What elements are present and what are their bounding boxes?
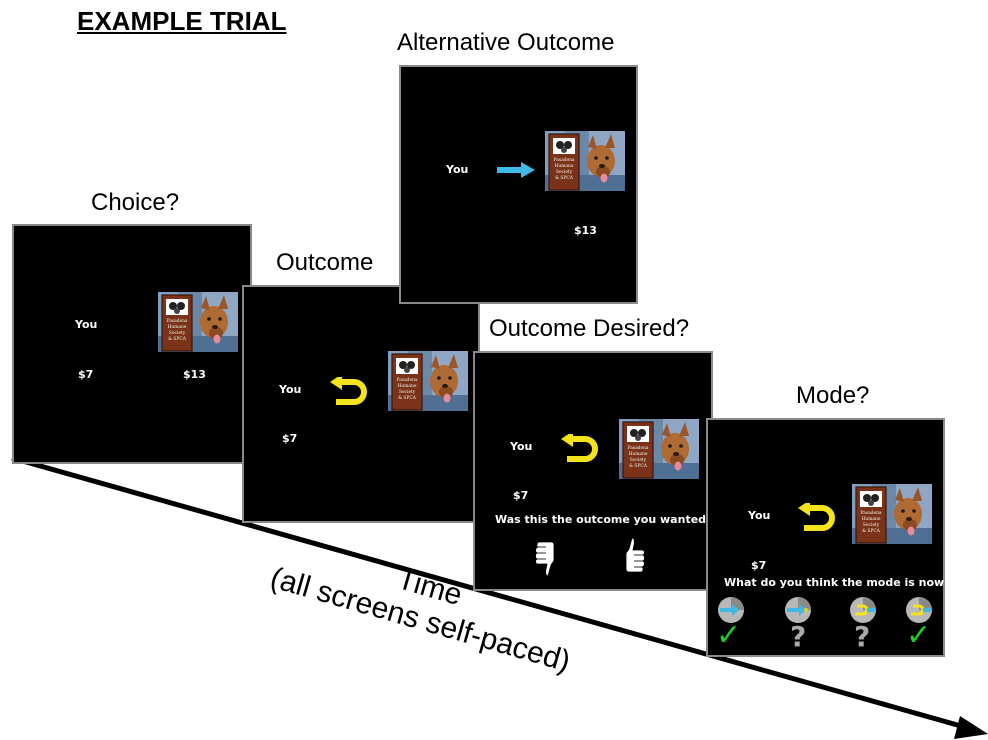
desired-question: Was this the outcome you wanted?	[495, 513, 713, 526]
charity-dog-photo	[619, 419, 699, 479]
mode-option-1-mark: ✓	[716, 618, 742, 653]
alternative-screen: You $13	[399, 65, 638, 304]
uturn-arrow-icon	[796, 503, 836, 533]
alternative-you-label: You	[446, 163, 469, 176]
mode-option-self-icon[interactable]	[717, 596, 745, 624]
thumbs-down-icon[interactable]	[533, 538, 557, 578]
choice-heading: Choice?	[91, 189, 180, 216]
alternative-charity-amount: $13	[574, 224, 597, 237]
alternative-heading: Alternative Outcome	[397, 29, 615, 56]
choice-charity-amount: $13	[183, 368, 206, 381]
mode-you-amount: $7	[751, 559, 767, 572]
mode-you-label: You	[748, 509, 771, 522]
charity-dog-photo	[852, 484, 932, 544]
charity-dog-photo	[158, 292, 238, 352]
outcome-heading: Outcome	[276, 249, 374, 276]
mode-screen: You $7 What do you think the mode is now…	[706, 418, 951, 657]
desired-you-amount: $7	[513, 489, 529, 502]
outcome-you-label: You	[279, 383, 302, 396]
choice-you-amount: $7	[78, 368, 94, 381]
outcome-screen: You $7	[242, 285, 480, 523]
mode-option-self-alt-icon[interactable]	[784, 596, 812, 624]
charity-dog-photo	[388, 351, 468, 411]
choice-screen: You $7 $13	[12, 224, 252, 464]
right-arrow-icon	[497, 162, 535, 178]
page-title: EXAMPLE TRIAL	[77, 6, 287, 36]
choice-you-label: You	[75, 318, 98, 331]
uturn-arrow-icon	[559, 434, 599, 464]
mode-option-charity-alt-icon[interactable]	[905, 596, 933, 624]
charity-dog-photo	[545, 131, 625, 191]
desired-you-label: You	[510, 440, 533, 453]
outcome-you-amount: $7	[282, 432, 298, 445]
mode-question: What do you think the mode is now?	[724, 576, 951, 589]
desired-screen: You $7 Was this the outcome you wanted?	[473, 351, 713, 591]
uturn-arrow-icon	[328, 377, 368, 407]
thumbs-up-icon[interactable]	[623, 536, 647, 576]
mode-option-4-mark: ✓	[906, 618, 932, 653]
mode-option-charity-icon[interactable]	[849, 596, 877, 624]
desired-heading: Outcome Desired?	[489, 315, 690, 342]
mode-heading: Mode?	[796, 382, 870, 409]
mode-option-2-mark: ?	[790, 620, 807, 653]
mode-option-3-mark: ?	[854, 620, 871, 653]
